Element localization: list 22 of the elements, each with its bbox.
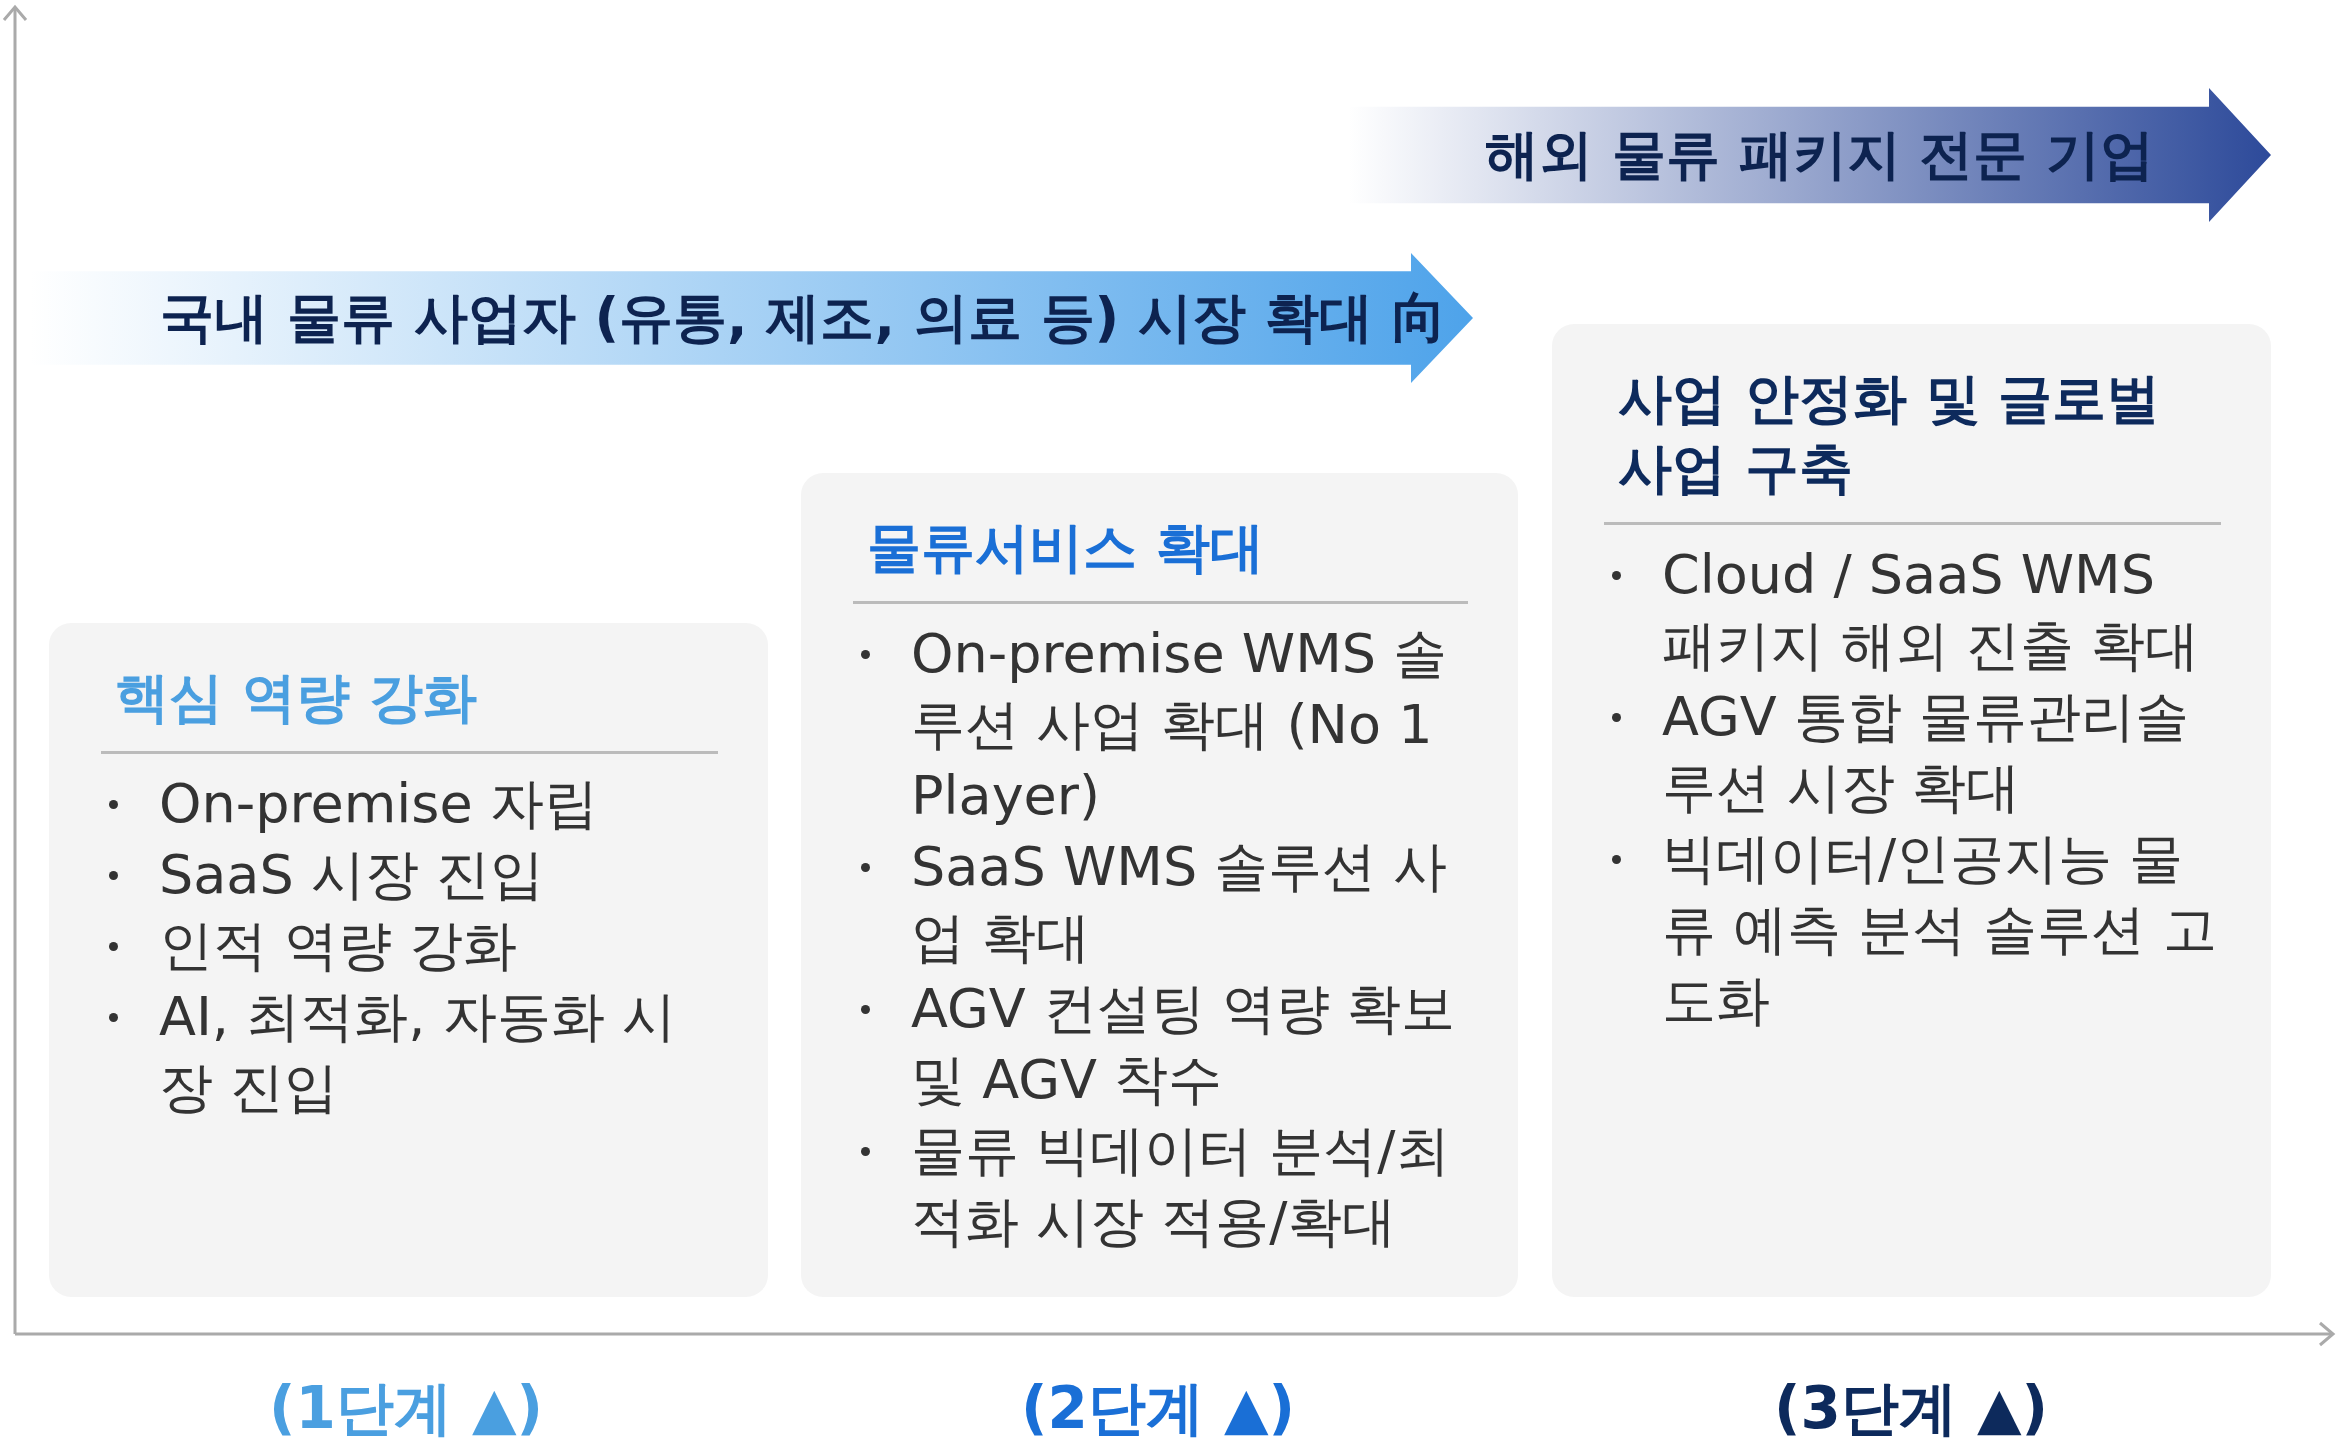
- bullet-item: On-premise WMS 솔루션 사업 확대 (No 1 Player): [853, 618, 1468, 831]
- bullet-item: SaaS 시장 진입: [101, 839, 718, 910]
- bullet-item: On-premise 자립: [101, 768, 718, 839]
- card-heading: 핵심 역량 강화: [114, 665, 478, 731]
- bullet-item: AI, 최적화, 자동화 시장 진입: [101, 981, 718, 1123]
- banner-text: 해외 물류 패키지 전문 기업: [1485, 122, 2155, 188]
- bullet-item: 인적 역량 강화: [101, 910, 718, 981]
- bullet-item: 물류 빅데이터 분석/최적화 시장 적용/확대: [853, 1115, 1468, 1257]
- bullet-item: Cloud / SaaS WMS 패키지 해외 진출 확대: [1604, 539, 2221, 681]
- stage-label: (1단계 ▲): [268, 1373, 544, 1441]
- bullet-item: 빅데이터/인공지능 물류 예측 분석 솔루션 고도화: [1604, 823, 2221, 1036]
- stage-label: (3단계 ▲): [1773, 1373, 2049, 1441]
- card-heading: 물류서비스 확대: [866, 515, 1265, 581]
- bullet-item: SaaS WMS 솔루션 사업 확대: [853, 831, 1468, 973]
- stage-label: (2단계 ▲): [1020, 1373, 1296, 1441]
- stage-card: [49, 623, 768, 1297]
- stage-card: [1552, 324, 2271, 1297]
- card-heading: 사업 안정화 및 글로벌 사업 구축: [1617, 366, 2162, 502]
- bullet-item: AGV 컨설팅 역량 확보 및 AGV 착수: [853, 973, 1468, 1115]
- banner-text: 국내 물류 사업자 (유통, 제조, 의료 등) 시장 확대 向: [160, 285, 1446, 351]
- stage-card: [801, 473, 1518, 1297]
- bullet-item: AGV 통합 물류관리솔루션 시장 확대: [1604, 681, 2221, 823]
